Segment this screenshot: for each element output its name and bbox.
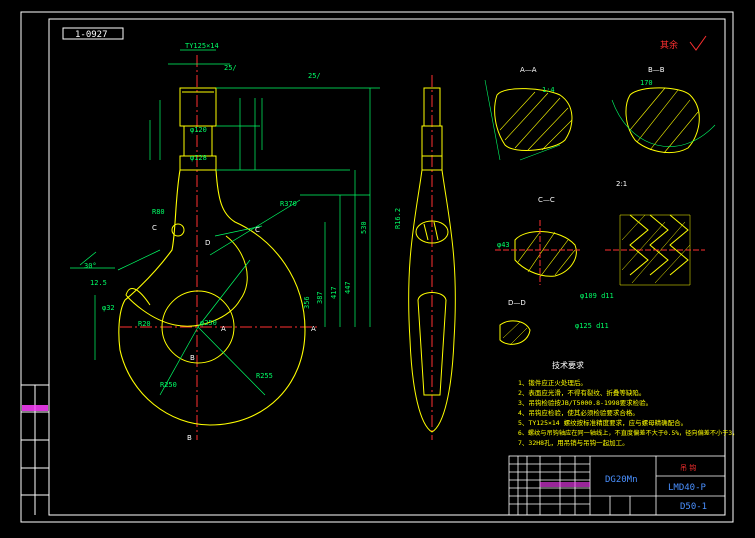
dim-r370: R370 <box>280 200 297 208</box>
dim-phi120: φ120 <box>190 126 207 134</box>
tech-item-1: 1、锻件应正火处理后。 <box>518 378 587 387</box>
section-dd-title: D—D <box>508 299 526 307</box>
pin-b: φ125 d11 <box>575 322 609 330</box>
tech-item-3: 3、吊钩检验按JB/T5000.8-1998要求检验。 <box>518 398 652 407</box>
section-cc-title: C—C <box>538 196 555 204</box>
dim-thread: TY125×14 <box>185 42 219 50</box>
inner-border <box>48 18 726 516</box>
code-box-text: 1-0927 <box>75 30 108 40</box>
tech-item-6: 6、螺纹与吊钩轴应在同一轴线上，不直度偏差不大于0.5%，径向偏差不小于3， <box>518 429 738 437</box>
dim-r20: R20 <box>138 320 151 328</box>
hook-side-view: R16.2 <box>394 75 456 440</box>
margin-strip <box>21 384 49 515</box>
dim-356: 356 <box>303 296 311 309</box>
scale-note: 2:1 <box>616 180 627 188</box>
roughness-general: 其余 <box>660 39 678 51</box>
roughness-symbol <box>689 35 707 51</box>
side-dim: R16.2 <box>394 208 402 229</box>
section-dd: D—D <box>499 299 531 346</box>
mark-c-left: C <box>152 224 157 232</box>
dim-r255: R255 <box>256 372 273 380</box>
part-name: 吊 钩 <box>680 463 696 472</box>
tech-title: 技术要求 <box>552 360 584 370</box>
section-cc: C—C φ43 <box>495 196 580 285</box>
section-bb: B—B 170 <box>611 66 716 154</box>
svg-text:1:4: 1:4 <box>542 86 555 94</box>
mark-b-mid: B <box>190 354 195 362</box>
mark-c-right: C <box>255 226 260 234</box>
section-bb-title: B—B <box>648 66 665 74</box>
dim-447: 447 <box>344 281 352 294</box>
outer-border <box>20 11 734 523</box>
tech-list: 1、锻件应正火处理后。 2、表面应光滑，不得有裂纹、折叠等缺陷。 3、吊钩检验按… <box>518 378 738 447</box>
dim-417: 417 <box>330 286 338 299</box>
rough-25b: 25/ <box>308 72 321 80</box>
section-aa-title: A—A <box>520 66 537 74</box>
dim-r80: R80 <box>152 208 165 216</box>
tech-item-2: 2、表面应光滑，不得有裂纹、折叠等缺陷。 <box>518 388 645 397</box>
tech-item-5: 5、TY125×14 螺纹按标准精度要求，应与螺母精确配合。 <box>518 418 687 427</box>
dim-phi128: φ128 <box>190 154 207 162</box>
mark-a-right: A <box>221 325 226 333</box>
tech-item-4: 4、吊钩应检验，使其必须检验要求合格。 <box>518 408 639 417</box>
drawing-no: LMD40-P <box>668 483 707 493</box>
thread-detail: 2:1 φ109 d11 φ125 d11 <box>575 180 705 330</box>
title-block-mark <box>540 482 590 487</box>
hook-front-view: TY125×14 25/ 25/ φ120 φ128 R370 R255 φ25… <box>70 42 380 442</box>
part-no: D50-1 <box>680 502 707 512</box>
material: DG20Mn <box>605 475 638 485</box>
section-aa: A—A 1:4 <box>484 66 573 161</box>
dim-phi32: φ32 <box>102 304 115 312</box>
mark-b-bottom: B <box>187 434 192 442</box>
dim-387: 387 <box>316 291 324 304</box>
dim-phi250: φ250 <box>200 319 217 327</box>
dim-r250: R250 <box>160 381 177 389</box>
pin-a: φ109 d11 <box>580 292 614 300</box>
dim-530: 530 <box>360 221 368 234</box>
svg-text:170: 170 <box>640 79 653 87</box>
svg-text:φ43: φ43 <box>497 241 510 249</box>
code-box <box>62 27 124 40</box>
mark-d: D <box>205 239 210 247</box>
tech-item-7: 7、32H8孔，用吊销与吊钩一起加工。 <box>518 438 629 447</box>
dim-125: 12.5 <box>90 279 107 287</box>
mark-a-far: A <box>311 325 316 333</box>
rough-25: 25/ <box>224 64 237 72</box>
dim-30: 30° <box>84 262 97 270</box>
